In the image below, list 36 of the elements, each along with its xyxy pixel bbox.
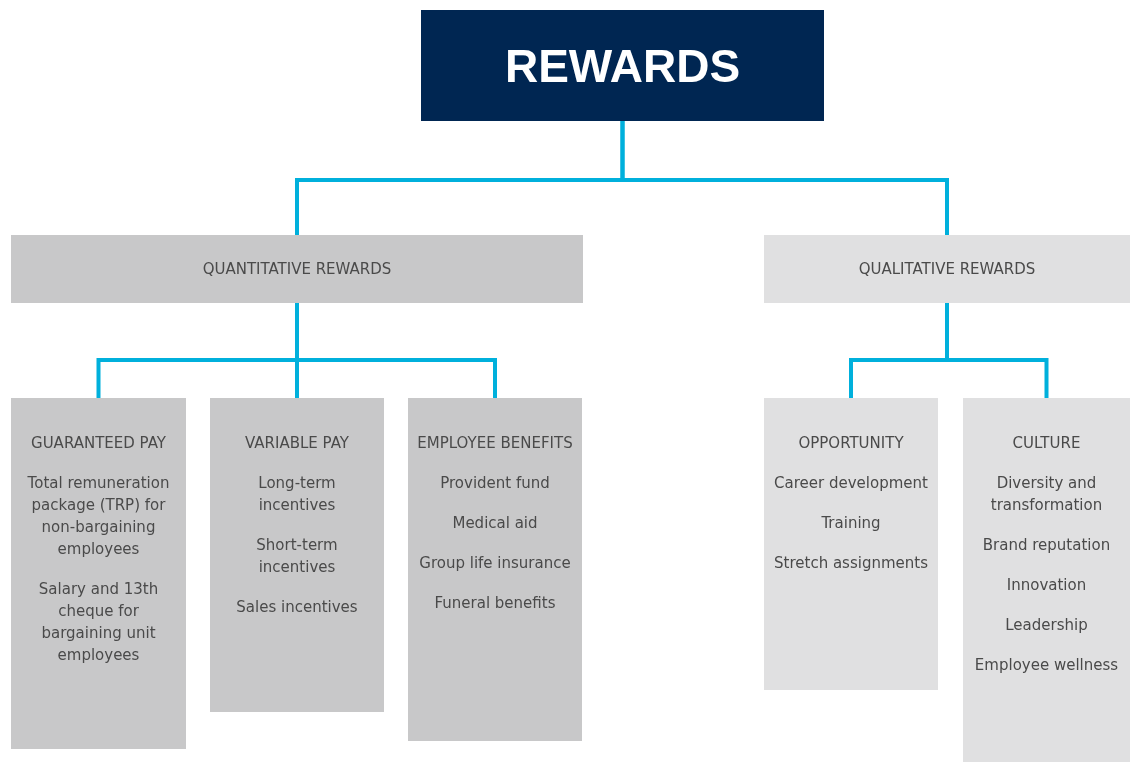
list-item: Brand reputation	[982, 535, 1111, 556]
title-text: REWARDS	[504, 38, 741, 93]
card-heading: QUALITATIVE REWARDS	[858, 260, 1036, 278]
list-item: Group life insurance	[419, 553, 571, 574]
reward-card	[210, 398, 384, 712]
list-item: Employee wellness	[974, 655, 1119, 676]
card-heading: VARIABLE PAY	[245, 433, 349, 454]
list-item: Funeral benefits	[434, 593, 556, 614]
category-box	[764, 235, 1130, 303]
title-box	[421, 10, 824, 121]
list-item: Total remuneration package (TRP) for non-bargaining employees	[26, 473, 171, 560]
list-item: Sales incentives	[236, 597, 358, 618]
connector-line	[295, 303, 497, 398]
list-item: Short-term incentives	[255, 535, 339, 578]
card-heading: CULTURE	[1012, 433, 1081, 454]
category-box	[11, 235, 583, 303]
card-heading: QUANTITATIVE REWARDS	[202, 260, 392, 278]
list-item: Training	[821, 513, 881, 534]
list-item: Salary and 13th cheque for bargaining unit employees	[37, 579, 160, 666]
list-item: Provident fund	[440, 473, 550, 494]
list-item: Stretch assignments	[774, 553, 928, 574]
card-heading: GUARANTEED PAY	[31, 433, 166, 454]
list-item: Long-term incentives	[257, 473, 337, 516]
list-item: Innovation	[1006, 575, 1087, 596]
card-heading: OPPORTUNITY	[798, 433, 904, 454]
connector-line	[945, 303, 1049, 398]
reward-card	[408, 398, 582, 741]
list-item: Medical aid	[452, 513, 538, 534]
reward-card	[11, 398, 186, 749]
list-item: Leadership	[1005, 615, 1088, 636]
list-item: Career development	[774, 473, 928, 494]
reward-card	[764, 398, 938, 690]
list-item: Diversity and transformation	[989, 473, 1104, 516]
card-heading: EMPLOYEE BENEFITS	[417, 433, 573, 454]
connector-line	[620, 121, 949, 235]
reward-card	[963, 398, 1130, 762]
